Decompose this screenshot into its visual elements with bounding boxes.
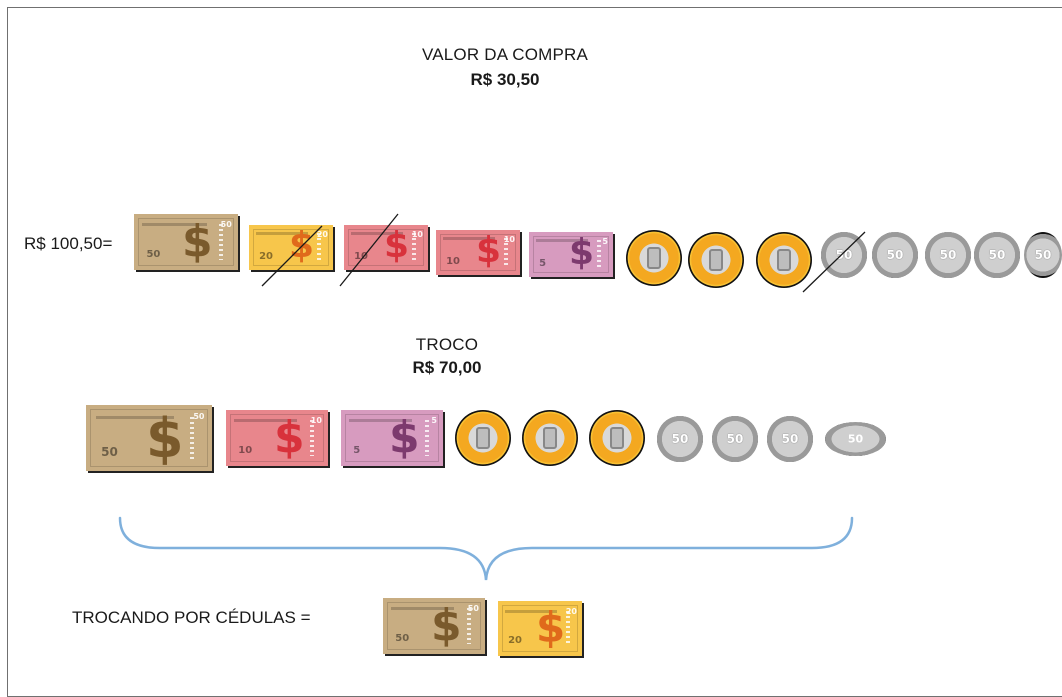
paid-coin-50-d: 50 (974, 232, 1020, 278)
paid-note-20: $ 20 20 (249, 225, 333, 270)
exchange-note-20: $ 20 20 (498, 601, 582, 656)
paid-coin-50-c: 50 (925, 232, 971, 278)
exchange-note-50: $ 50 50 (383, 598, 485, 654)
paid-note-10-a: $ 10 10 (344, 225, 428, 270)
change-value: R$ 70,00 (412, 358, 482, 377)
purchase-value: R$ 30,50 (470, 70, 540, 89)
paid-coin-50-e: 50 (1024, 232, 1062, 278)
change-note-50: $ 50 50 (86, 405, 212, 471)
paid-coin-50-b: 50 (872, 232, 918, 278)
paid-coin-1-a (626, 230, 682, 286)
paid-coin-1-b (688, 232, 744, 288)
canvas-frame (7, 7, 1062, 697)
change-label: TROCO (415, 335, 479, 354)
change-coin-1-a (455, 410, 511, 466)
paid-label: R$ 100,50= (24, 234, 113, 253)
change-coin-50-a: 50 (657, 416, 703, 462)
paid-coin-50-a: 50 (821, 232, 867, 278)
change-coin-1-c (589, 410, 645, 466)
purchase-label: VALOR DA COMPRA (421, 45, 589, 64)
change-note-10: $ 10 10 (226, 410, 328, 466)
paid-note-10-b: $ 10 10 (436, 230, 520, 275)
paid-note-5: $ 5 5 (529, 232, 613, 277)
change-coin-1-b (522, 410, 578, 466)
change-note-5: $ 5 5 (341, 410, 443, 466)
change-coin-50-b: 50 (712, 416, 758, 462)
change-coin-50-c: 50 (767, 416, 813, 462)
paid-note-50: $ 50 50 (134, 214, 238, 270)
paid-coin-1-c (756, 232, 812, 288)
change-coin-50-oval: 50 (825, 422, 886, 456)
exchange-label: TROCANDO POR CÉDULAS = (72, 608, 311, 627)
